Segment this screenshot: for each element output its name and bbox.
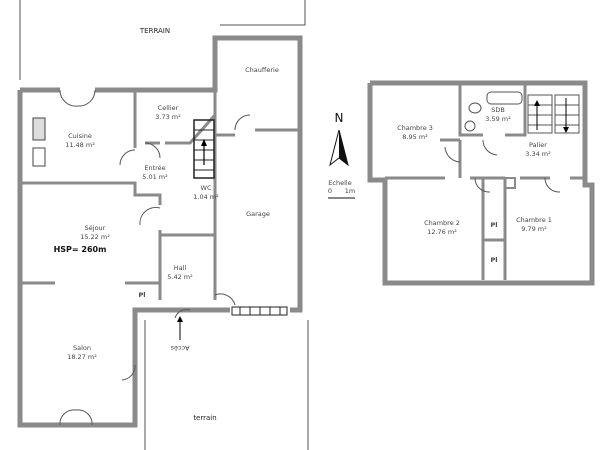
svg-text:8.95 m²: 8.95 m² xyxy=(402,133,428,141)
svg-text:3.59 m²: 3.59 m² xyxy=(485,115,511,123)
svg-text:SDB: SDB xyxy=(491,106,505,114)
svg-text:3.73 m²: 3.73 m² xyxy=(155,113,181,121)
svg-text:TERRAIN: TERRAIN xyxy=(139,27,170,35)
stove-icon xyxy=(32,147,46,167)
svg-text:N: N xyxy=(335,111,344,125)
svg-text:Chambre 1: Chambre 1 xyxy=(516,216,552,224)
sink-icon xyxy=(32,117,46,141)
svg-text:5.42 m²: 5.42 m² xyxy=(167,273,193,281)
svg-text:9.79 m²: 9.79 m² xyxy=(521,225,547,233)
svg-text:Entrée: Entrée xyxy=(144,164,165,172)
access-arrow-icon xyxy=(177,316,183,340)
svg-text:1m: 1m xyxy=(345,187,355,195)
svg-text:5.01 m²: 5.01 m² xyxy=(142,173,168,181)
upper-floor-walls xyxy=(367,80,595,286)
svg-text:1.04 m²: 1.04 m² xyxy=(193,193,219,201)
svg-text:Chambre 3: Chambre 3 xyxy=(397,124,433,132)
svg-text:15.22 m²: 15.22 m² xyxy=(80,233,110,241)
terrain-bottom: terrain xyxy=(144,320,309,450)
svg-text:Séjour: Séjour xyxy=(85,224,106,232)
stairs-icon xyxy=(193,119,215,179)
svg-text:11.48 m²: 11.48 m² xyxy=(65,141,95,149)
upper-stairs-icon xyxy=(527,94,580,134)
svg-text:Chambre 2: Chambre 2 xyxy=(424,219,460,227)
svg-text:Cuisine: Cuisine xyxy=(68,132,92,140)
svg-text:12.76 m²: 12.76 m² xyxy=(427,228,457,236)
ground-floor-walls xyxy=(17,35,303,428)
bathtub-icon xyxy=(486,91,523,105)
toilet-icon xyxy=(468,102,482,114)
svg-text:Salon: Salon xyxy=(73,344,91,352)
svg-text:Palier: Palier xyxy=(529,141,547,149)
washbasin-icon xyxy=(464,120,476,132)
svg-text:Cellier: Cellier xyxy=(158,104,179,112)
svg-text:Pl: Pl xyxy=(491,256,498,264)
svg-text:Echelle: Echelle xyxy=(328,179,351,187)
svg-text:Hall: Hall xyxy=(174,264,187,272)
svg-text:Accès: Accès xyxy=(170,344,189,352)
svg-text:Chaufferie: Chaufferie xyxy=(245,66,279,74)
svg-text:3.34 m²: 3.34 m² xyxy=(525,150,551,158)
svg-text:Garage: Garage xyxy=(246,210,270,218)
terrain-top: TERRAIN xyxy=(19,0,306,80)
svg-text:terrain: terrain xyxy=(193,414,216,422)
upper-doors xyxy=(444,139,561,193)
svg-text:Pl: Pl xyxy=(491,221,498,229)
svg-text:WC: WC xyxy=(201,184,212,192)
svg-text:HSP= 260m: HSP= 260m xyxy=(54,245,107,254)
svg-text:Pl: Pl xyxy=(139,291,146,299)
svg-text:18.27 m²: 18.27 m² xyxy=(67,353,97,361)
doors xyxy=(59,89,251,426)
svg-text:0: 0 xyxy=(328,187,332,195)
